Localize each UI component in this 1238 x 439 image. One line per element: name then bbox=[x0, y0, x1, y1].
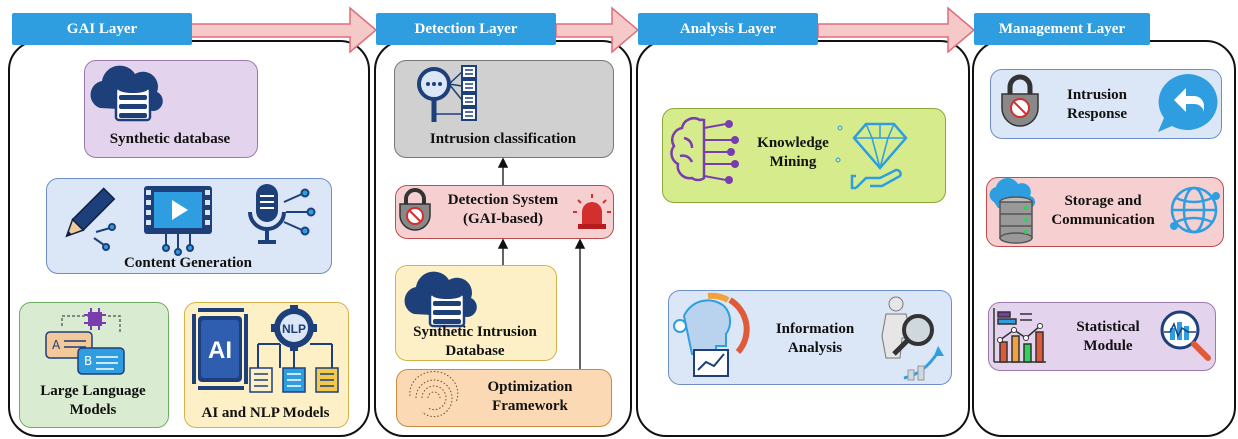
content-generation-label: Content Generation bbox=[124, 255, 252, 271]
cloud-database-icon bbox=[90, 65, 163, 122]
detection-layer-tab: Detection Layer bbox=[376, 13, 556, 45]
optimization-framework-box bbox=[396, 369, 612, 427]
management-layer-title: Management Layer bbox=[998, 20, 1126, 37]
storage-communication-label: Storage and Communication bbox=[1051, 193, 1155, 228]
diamond-hand-icon bbox=[835, 122, 908, 190]
intrusion-response-label: Intrusion Response bbox=[1066, 87, 1128, 122]
ai-nlp-label: AI and NLP Models bbox=[201, 405, 330, 421]
information-analysis-label: Information Analysis bbox=[775, 321, 855, 356]
svg-text:A: A bbox=[52, 338, 61, 352]
arrow-detection-to-analysis bbox=[555, 6, 640, 54]
lock-shield-icon bbox=[399, 188, 431, 231]
reply-bubble-icon bbox=[1158, 74, 1218, 132]
svg-text:B: B bbox=[84, 354, 92, 368]
bar-chart-icon bbox=[993, 308, 1046, 363]
optimization-framework-label: Optimization Framework bbox=[487, 379, 573, 414]
layer-flow-arrows bbox=[189, 6, 976, 54]
spiral-icon bbox=[409, 371, 459, 418]
chat-icon: A B bbox=[45, 315, 125, 375]
siren-icon bbox=[573, 194, 611, 229]
brain-circuit-icon bbox=[670, 117, 739, 184]
ai-badge: AI bbox=[208, 337, 232, 364]
detection-system-box bbox=[395, 185, 614, 239]
arrow-analysis-to-management bbox=[817, 6, 976, 54]
llm-label: Large Language Models bbox=[40, 383, 146, 418]
gai-layer-title: GAI Layer bbox=[66, 20, 138, 37]
statistical-module-label: Statistical Module bbox=[1076, 319, 1140, 354]
intrusion-classification-label: Intrusion classification bbox=[429, 131, 577, 147]
knowledge-mining-label: Knowledge Mining bbox=[757, 135, 829, 170]
video-icon bbox=[144, 186, 212, 256]
microphone-icon bbox=[248, 184, 316, 244]
arrow-gai-to-detection bbox=[189, 6, 378, 54]
nlp-gear-icon: NLP bbox=[249, 305, 339, 393]
magnifier-chart-icon bbox=[1160, 310, 1211, 361]
server-cloud-icon bbox=[989, 178, 1036, 244]
ai-chip-icon: AI bbox=[192, 308, 248, 390]
analytics-head-icon bbox=[673, 292, 750, 377]
lock-shield-icon bbox=[1001, 74, 1039, 127]
analysis-layer-tab: Analysis Layer bbox=[638, 13, 818, 45]
magnifier-list-icon bbox=[417, 65, 477, 122]
chip-icon bbox=[84, 308, 106, 330]
cloud-database-icon bbox=[404, 271, 477, 328]
analysis-layer-title: Analysis Layer bbox=[679, 20, 777, 37]
synthetic-database-label: Synthetic database bbox=[109, 131, 231, 147]
pen-icon bbox=[65, 187, 116, 251]
magnifier-person-icon bbox=[881, 296, 944, 381]
synthetic-intrusion-db-label: Synthetic Intrusion Database bbox=[413, 324, 537, 359]
nlp-badge: NLP bbox=[282, 322, 306, 336]
detection-system-label: Detection System (GAI-based) bbox=[447, 192, 559, 227]
detection-layer-title: Detection Layer bbox=[414, 20, 518, 37]
knowledge-mining-box bbox=[662, 108, 946, 203]
gai-layer-tab: GAI Layer bbox=[12, 13, 192, 45]
synthetic-database-box bbox=[84, 60, 258, 158]
globe-icon bbox=[1170, 186, 1220, 234]
management-layer-tab: Management Layer bbox=[974, 13, 1150, 45]
